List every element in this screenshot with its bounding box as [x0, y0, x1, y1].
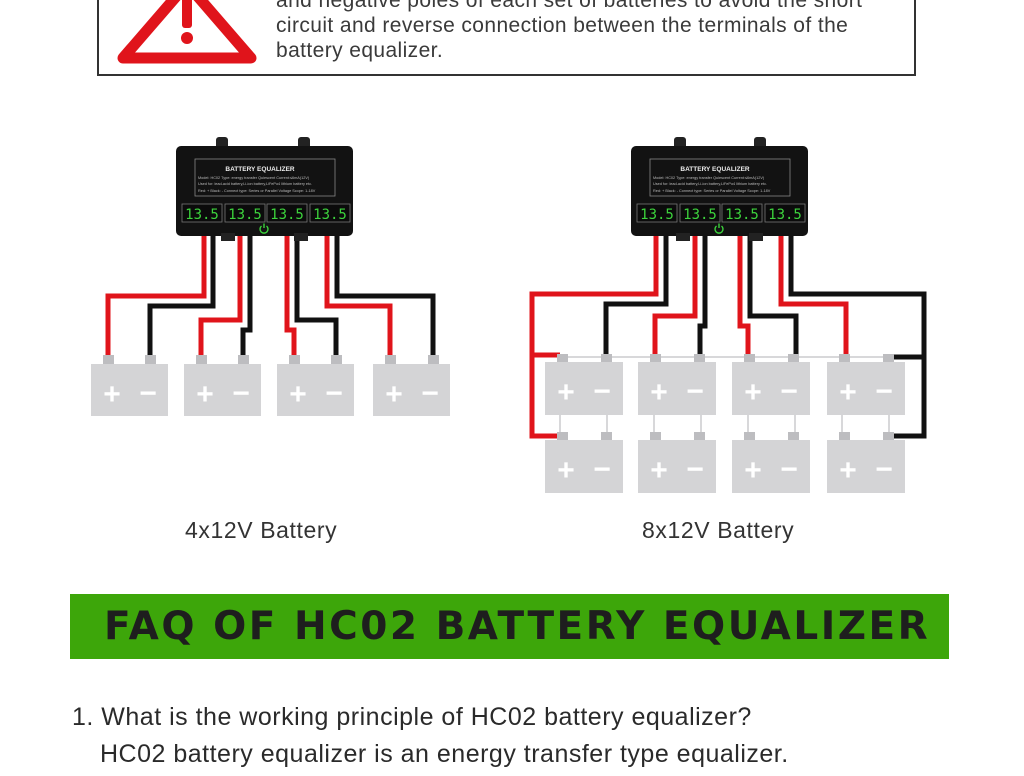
battery: + −	[277, 355, 354, 416]
wire-negative	[747, 235, 799, 355]
battery: + −	[638, 354, 716, 415]
equalizer-device: BATTERY EQUALIZER Model: HC02 Type: ener…	[631, 137, 808, 241]
diagram-8x12v: BATTERY EQUALIZER Model: HC02 Type: ener…	[529, 137, 927, 493]
wire-positive	[284, 235, 297, 358]
battery: + −	[732, 432, 810, 493]
minus-sign: −	[325, 377, 343, 410]
minus-sign: −	[875, 375, 893, 408]
voltage-display: 13.5	[185, 207, 219, 223]
wire-negative	[334, 235, 436, 358]
plus-sign: +	[385, 378, 403, 411]
warning-triangle-icon	[117, 0, 257, 64]
minus-sign: −	[686, 375, 704, 408]
minus-sign: −	[232, 377, 250, 410]
wire-negative	[147, 235, 216, 358]
plus-sign: +	[744, 454, 762, 487]
voltage-display: 13.5	[228, 207, 262, 223]
device-spec: Red: + Black: - Connect type: Series or …	[198, 189, 316, 193]
plus-sign: +	[557, 454, 575, 487]
battery: + −	[91, 355, 168, 416]
device-title: BATTERY EQUALIZER	[680, 166, 750, 173]
warning-line: circuit and reverse connection between t…	[276, 14, 849, 37]
faq-question: 1. What is the working principle of HC02…	[72, 703, 752, 731]
wire-positive	[778, 235, 849, 355]
voltage-display: 13.5	[270, 207, 304, 223]
plus-sign: +	[650, 454, 668, 487]
warning-box: and negative poles of each set of batter…	[97, 0, 916, 76]
voltage-display: 13.5	[683, 207, 717, 223]
wire-positive	[324, 235, 393, 358]
equalizer-device: BATTERY EQUALIZER Model: HC02 Type: ener…	[176, 137, 353, 241]
device-spec: Red: + Black: - Connect type: Series or …	[653, 189, 771, 193]
wire-negative	[894, 354, 927, 439]
wire-negative	[697, 235, 708, 355]
plus-sign: +	[103, 378, 121, 411]
caption-8x12v: 8x12V Battery	[642, 517, 795, 543]
battery: + −	[732, 354, 810, 415]
warning-line: battery equalizer.	[276, 39, 444, 62]
battery: + −	[373, 355, 450, 416]
caption-4x12v: 4x12V Battery	[185, 517, 338, 543]
plus-sign: +	[744, 376, 762, 409]
device-spec: Used for: lead-acid battery,Li-ion batte…	[198, 182, 312, 186]
minus-sign: −	[780, 375, 798, 408]
power-icon	[714, 223, 724, 234]
battery: + −	[545, 432, 623, 493]
wire-positive	[105, 235, 207, 358]
faq-banner: FAQ OF HC02 BATTERY EQUALIZER	[70, 594, 949, 659]
minus-sign: −	[875, 453, 893, 486]
voltage-display: 13.5	[725, 207, 759, 223]
battery: + −	[638, 432, 716, 493]
minus-sign: −	[686, 453, 704, 486]
minus-sign: −	[593, 375, 611, 408]
minus-sign: −	[780, 453, 798, 486]
voltage-display: 13.5	[640, 207, 674, 223]
battery: + −	[184, 355, 261, 416]
warning-text: and negative poles of each set of batter…	[276, 0, 896, 63]
device-spec: Used for: lead-acid battery,Li-ion batte…	[653, 182, 767, 186]
wire-negative	[294, 235, 339, 358]
faq-title: FAQ OF HC02 BATTERY EQUALIZER	[104, 604, 931, 649]
wire-positive	[737, 235, 751, 355]
battery: + −	[827, 354, 905, 415]
wire-negative	[240, 235, 253, 358]
minus-sign: −	[421, 377, 439, 410]
device-spec: Model: HC02 Type: energy transfer Quiesc…	[653, 176, 765, 180]
diagram-4x12v: BATTERY EQUALIZER Model: HC02 Type: ener…	[91, 137, 450, 416]
plus-sign: +	[196, 378, 214, 411]
plus-sign: +	[839, 454, 857, 487]
power-icon	[259, 223, 269, 234]
warning-line: and negative poles of each set of batter…	[276, 0, 863, 12]
voltage-display: 13.5	[768, 207, 802, 223]
faq-answer: HC02 battery equalizer is an energy tran…	[100, 740, 789, 768]
plus-sign: +	[289, 378, 307, 411]
battery: + −	[827, 432, 905, 493]
plus-sign: +	[650, 376, 668, 409]
plus-sign: +	[557, 376, 575, 409]
wire-positive	[652, 235, 698, 355]
device-spec: Model: HC02 Type: energy transfer Quiesc…	[198, 176, 310, 180]
wire-positive	[198, 235, 243, 358]
battery: + −	[545, 354, 623, 415]
minus-sign: −	[593, 453, 611, 486]
wire-positive	[529, 235, 659, 355]
wire-negative	[788, 235, 927, 357]
device-title: BATTERY EQUALIZER	[225, 166, 295, 173]
plus-sign: +	[839, 376, 857, 409]
wire-positive	[529, 352, 560, 439]
minus-sign: −	[139, 377, 157, 410]
wire-negative	[603, 235, 669, 355]
voltage-display: 13.5	[313, 207, 347, 223]
